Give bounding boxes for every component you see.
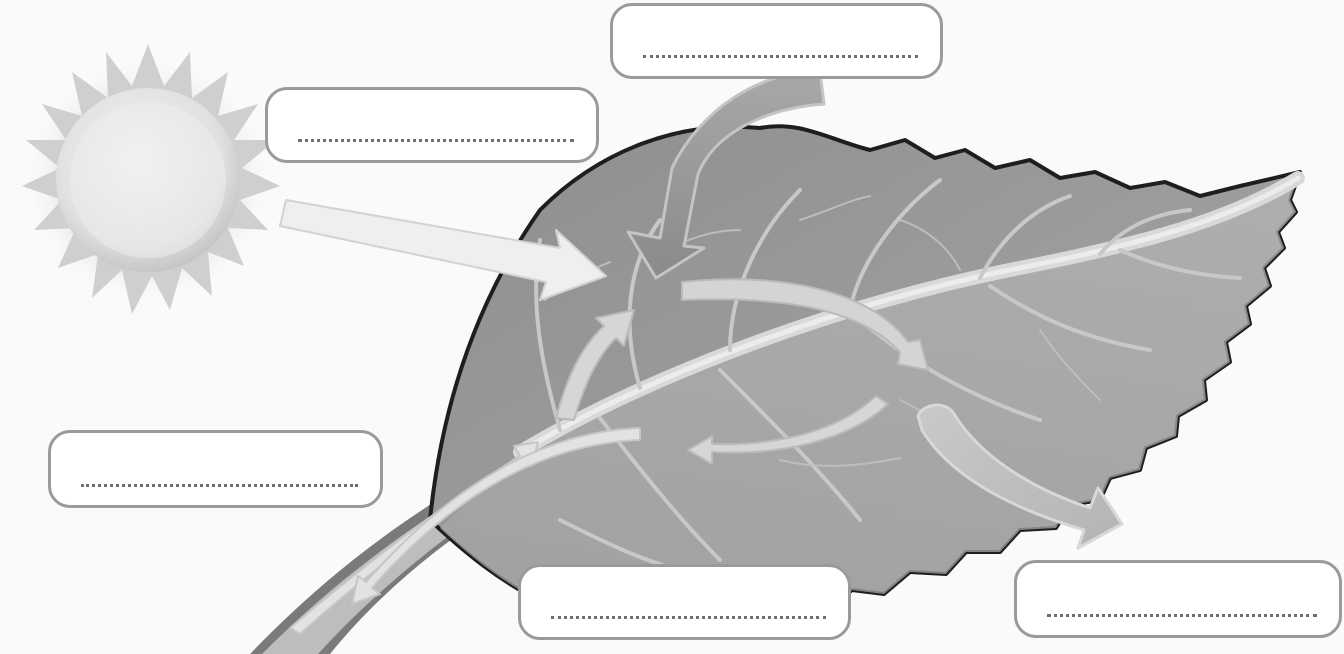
oxygen-label-box[interactable] [1014,560,1342,638]
water-answer-line [81,484,358,487]
carbon-dioxide-label-box[interactable] [610,3,943,79]
glucose-label-box[interactable] [518,564,851,640]
light-label-box[interactable] [265,87,599,163]
water-label-box[interactable] [48,430,383,508]
oxygen-answer-line [1047,614,1317,617]
glucose-answer-line [551,616,826,619]
carbon-dioxide-answer-line [643,55,918,58]
light-answer-line [298,139,574,142]
